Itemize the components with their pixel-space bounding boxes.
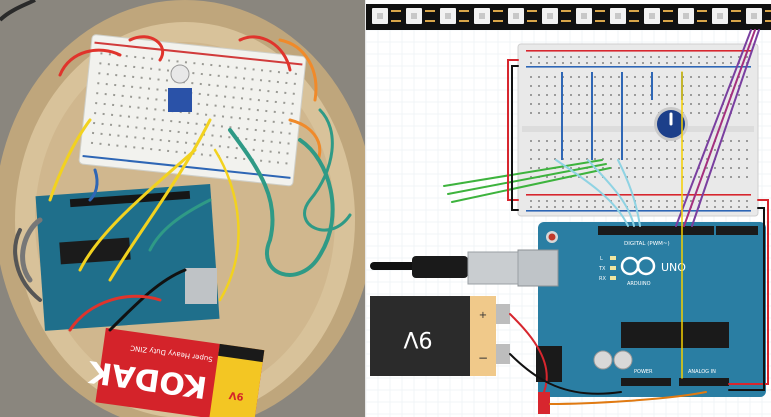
led-label-rx: RX [599,276,606,282]
photo-cable [0,0,36,22]
photo-wires [13,35,352,332]
battery-minus: − [478,351,488,365]
battery-plus: + [479,310,487,321]
led-pixel [542,8,571,24]
led-pixel [746,8,771,24]
circuit-photo: KODAK Super Heavy Duty ZINC 9V [0,0,366,417]
analog-header [679,378,729,386]
photo-panel: KODAK Super Heavy Duty ZINC 9V [0,0,366,417]
circuit-schematic: DIGITAL (PWM~) UNO ARDUINO L TX RX [366,0,771,417]
board-brand: ARDUINO [627,281,651,287]
usb-jack [517,249,559,287]
digital-header [598,226,714,235]
photo-arduino [35,184,220,331]
schematic-battery-label: 9V [403,326,432,351]
slide-switch[interactable] [538,392,550,414]
led-pixel [508,8,537,24]
led-pixel [372,8,401,24]
power-header [621,378,671,386]
battery-voltage-text: 9V [228,389,244,402]
led-pixel [576,8,605,24]
led-pixel [678,8,707,24]
arduino-logo [620,256,656,276]
photo-pot-knob [170,64,190,84]
digital-header-label: DIGITAL (PWM~) [624,241,670,247]
schematic-wires [443,29,769,405]
schematic-breadboard [517,43,759,217]
arduino-uno: DIGITAL (PWM~) UNO ARDUINO L TX RX [517,222,766,397]
led-pixel [644,8,673,24]
atmega-chip [621,322,729,348]
led-pixel [440,8,469,24]
led-pixel [474,8,503,24]
led-pixel [610,8,639,24]
photo-battery: KODAK Super Heavy Duty ZINC 9V [85,327,265,417]
neopixel-strip [366,4,771,30]
photo-potentiometer [168,88,192,112]
analog-header-label: ANALOG IN [688,369,716,375]
schematic-potentiometer[interactable] [654,107,688,141]
photo-breadboard [78,34,307,187]
led-label-tx: TX [598,266,606,272]
capacitor-1 [593,350,613,370]
power-header-label: POWER [634,369,653,375]
usb-cable [370,251,519,285]
board-model: UNO [661,261,686,274]
led-pixel [712,8,741,24]
schematic-battery: + − 9V [370,296,510,376]
led-pixel [406,8,435,24]
photo-usb-port [185,268,217,304]
schematic-panel: DIGITAL (PWM~) UNO ARDUINO L TX RX [366,0,771,417]
led-label-l: L [600,256,603,262]
capacitor-2 [613,350,633,370]
status-leds: L TX RX [598,256,616,282]
